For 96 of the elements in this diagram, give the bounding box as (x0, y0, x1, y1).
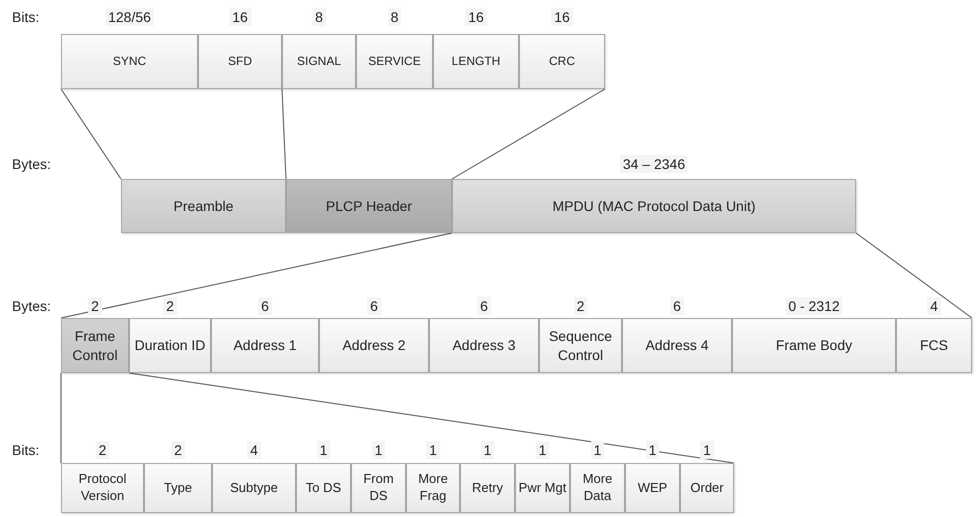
field-name: WEP (638, 480, 668, 496)
field-size: 1 (590, 441, 604, 459)
field-size: 16 (465, 8, 487, 26)
frame-field (433, 34, 519, 89)
frame-field (286, 179, 452, 233)
field-size: 1 (646, 441, 660, 459)
field-size: 8 (312, 8, 326, 26)
field-name: Duration ID (134, 336, 206, 355)
frame-field (406, 463, 460, 513)
frame-field (61, 463, 144, 513)
frame-field (356, 34, 433, 89)
field-name: Address 3 (452, 336, 516, 355)
frame-field (452, 179, 856, 233)
frame-field (570, 463, 625, 513)
row-unit-label: Bytes: (12, 297, 51, 315)
field-size: 2 (163, 297, 177, 315)
frame-field (515, 463, 570, 513)
frame-field (319, 318, 429, 373)
expansion-line (60, 232, 452, 318)
field-name: From DS (362, 471, 395, 505)
frame-field (296, 463, 351, 513)
frame-field (212, 463, 296, 513)
field-name: SERVICE (368, 54, 421, 70)
expansion-line (128, 372, 734, 464)
field-size: 6 (367, 297, 381, 315)
row-unit-label: Bits: (12, 8, 40, 26)
frame-field (351, 463, 406, 513)
frame-field (211, 318, 319, 373)
row-unit-label: Bytes: (12, 155, 51, 173)
frame-field (460, 463, 515, 513)
field-name: Order (690, 480, 724, 496)
field-size: 1 (700, 441, 714, 459)
frame-field (625, 463, 680, 513)
field-size: 1 (426, 441, 440, 459)
frame-field (198, 34, 282, 89)
field-name: SIGNAL (296, 54, 341, 70)
frame-field (896, 318, 972, 373)
field-name: CRC (549, 54, 575, 70)
field-size: 4 (247, 441, 261, 459)
field-name: More Frag (417, 471, 449, 505)
field-name: Type (164, 480, 192, 496)
field-name: Retry (472, 480, 504, 496)
field-name: PLCP Header (326, 196, 412, 216)
expansion-line (856, 232, 972, 318)
field-name: Preamble (174, 196, 234, 216)
field-size: 6 (670, 297, 684, 315)
field-size: 1 (536, 441, 550, 459)
field-size: 128/56 (105, 8, 154, 26)
frame-field (121, 179, 286, 233)
frame-field (61, 34, 198, 89)
field-name: Sequence Control (548, 327, 614, 364)
frame-field (519, 34, 605, 89)
field-size: 1 (480, 441, 494, 459)
field-name: Protocol Version (78, 471, 128, 505)
field-size: 6 (258, 297, 272, 315)
expansion-line (282, 88, 286, 180)
frame-field (732, 318, 896, 373)
frame-field (61, 318, 129, 373)
frame-field (129, 318, 211, 373)
field-name: More Data (582, 471, 614, 505)
field-name: To DS (306, 480, 342, 496)
field-size: 1 (372, 441, 386, 459)
frame-field (622, 318, 732, 373)
frame-field (680, 463, 734, 513)
expansion-line (452, 88, 606, 180)
field-name: Address 4 (645, 336, 709, 355)
field-size: 2 (574, 297, 588, 315)
field-size: 8 (388, 8, 402, 26)
field-name: SFD (228, 54, 252, 70)
field-size: 4 (927, 297, 941, 315)
expansion-line (60, 372, 62, 464)
expansion-line (60, 88, 122, 180)
field-name: FCS (920, 336, 948, 355)
frame-field (539, 318, 622, 373)
row-unit-label: Bits: (12, 441, 40, 459)
field-name: Address 2 (342, 336, 406, 355)
field-name: SYNC (112, 54, 146, 70)
field-size: 34 – 2346 (620, 155, 688, 173)
field-name: MPDU (MAC Protocol Data Unit) (552, 196, 756, 216)
field-size: 0 - 2312 (785, 297, 843, 315)
field-name: Pwr Mgt (518, 480, 566, 496)
field-size: 6 (477, 297, 491, 315)
field-name: LENGTH (452, 54, 500, 70)
field-size: 16 (229, 8, 251, 26)
frame-field (282, 34, 356, 89)
field-name: Address 1 (233, 336, 297, 355)
frame-field (429, 318, 539, 373)
field-name: Frame Control (71, 327, 119, 364)
field-size: 1 (316, 441, 330, 459)
field-name: Frame Body (776, 336, 852, 355)
field-name: Subtype (230, 480, 278, 496)
field-size: 2 (171, 441, 185, 459)
frame-field (144, 463, 212, 513)
field-size: 2 (96, 441, 110, 459)
field-size: 16 (551, 8, 573, 26)
field-size: 2 (88, 297, 102, 315)
